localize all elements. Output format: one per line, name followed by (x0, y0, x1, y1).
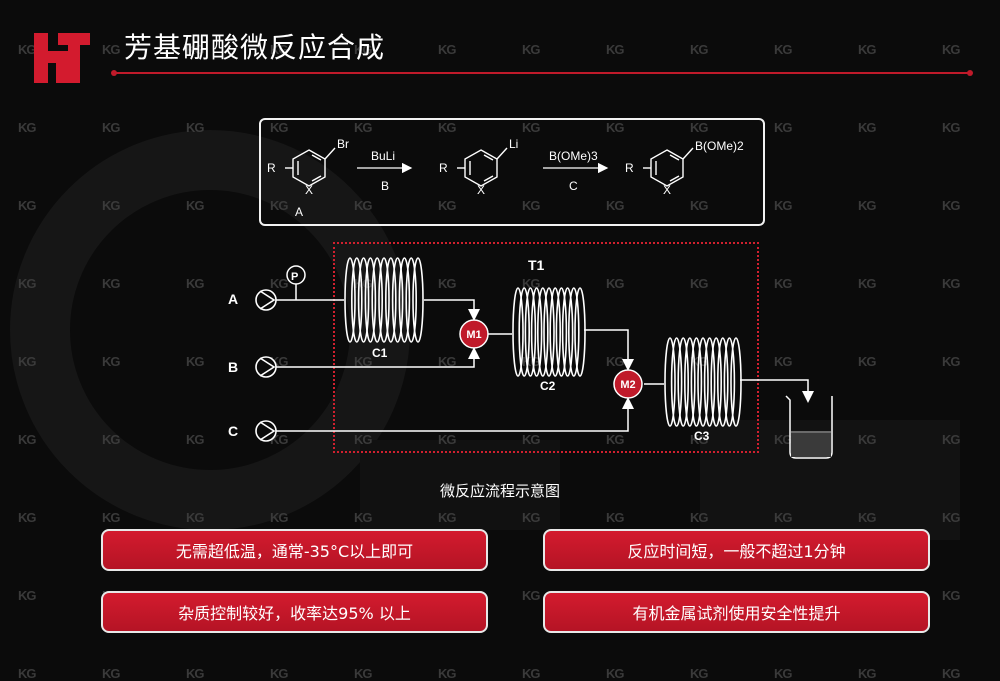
coil-c1-label: C1 (372, 346, 388, 360)
coil-c1-icon (344, 257, 424, 343)
diagram-caption: 微反应流程示意图 (439, 482, 560, 500)
x-atom-2: X (477, 183, 485, 197)
coil-loop (371, 257, 384, 343)
pump-c-icon (255, 420, 277, 442)
compound-label-a: A (295, 205, 303, 219)
inlet-b-label: B (228, 359, 238, 375)
company-logo (34, 33, 90, 83)
x-atom-1: X (305, 183, 313, 197)
coil-loop (405, 257, 418, 343)
coil-loop (555, 287, 568, 377)
coil-c2-icon (512, 287, 586, 377)
coil-c3-icon (664, 337, 742, 427)
pump-a-icon (255, 289, 277, 311)
beaker-icon (785, 395, 833, 459)
coil-loop (384, 257, 397, 343)
mixer-m1-label: M1 (466, 329, 481, 341)
coil-loop (378, 257, 390, 343)
mixer-m1-icon (459, 319, 489, 349)
coil-c3-label: C3 (694, 429, 710, 443)
coil-loop (518, 287, 531, 377)
r-group-2: R (439, 161, 448, 175)
step2-label: C (569, 179, 578, 193)
coil-loop (536, 287, 549, 377)
mixer-m2-icon (613, 369, 643, 399)
aryl-lithium-structure (457, 147, 508, 187)
mixer-m2-label: M2 (620, 379, 635, 391)
coil-loop (716, 337, 729, 427)
bromo-substituent: Br (337, 137, 349, 151)
coil-loop (574, 287, 586, 377)
coil-loop (543, 287, 555, 377)
coil-loop (703, 337, 716, 427)
coil-loop (730, 337, 742, 427)
reaction-scheme: Br R X A BuLi B Li R X B(OMe)3 C (267, 137, 744, 219)
pressure-gauge-icon (286, 265, 306, 300)
r-group-3: R (625, 161, 634, 175)
r-group-1: R (267, 161, 276, 175)
coil-loop (412, 257, 424, 343)
feature-card-safety: 有机金属试剂使用安全性提升 (543, 591, 930, 633)
coil-loop (512, 287, 524, 377)
flow-reactor-box (333, 242, 759, 453)
x-atom-3: X (663, 183, 671, 197)
boronate-substituent: B(OMe)2 (695, 139, 744, 153)
coil-loop (524, 287, 537, 377)
coil-loop (350, 257, 363, 343)
coil-c2-label: C2 (540, 379, 556, 393)
inlet-a-label: A (228, 291, 238, 307)
lithium-substituent: Li (509, 137, 518, 151)
coil-loop (364, 257, 377, 343)
temperature-label: T1 (528, 257, 545, 273)
inlet-c-label: C (228, 423, 238, 439)
coil-loop (690, 337, 703, 427)
coil-loop (344, 257, 356, 343)
coil-loop (549, 287, 562, 377)
aryl-boronate-structure (643, 147, 694, 187)
coil-loop (561, 287, 574, 377)
feature-card-short-time: 反应时间短，一般不超过1分钟 (543, 529, 930, 571)
step1-label: B (381, 179, 389, 193)
coil-loop (710, 337, 723, 427)
pump-b-icon (255, 356, 277, 378)
coil-loop (398, 257, 411, 343)
coil-loop (683, 337, 696, 427)
step2-reagent: B(OMe)3 (549, 149, 598, 163)
coil-loop (391, 257, 404, 343)
page-title: 芳基硼酸微反应合成 (124, 31, 386, 64)
reaction-scheme-box: Br R X A BuLi B Li R X B(OMe)3 C (259, 118, 765, 226)
coil-loop (530, 287, 543, 377)
coil-loop (677, 337, 690, 427)
feature-card-low-temperature: 无需超低温，通常-35°C以上即可 (101, 529, 488, 571)
coil-loop (567, 287, 580, 377)
feature-card-impurity-yield: 杂质控制较好，收率达95% 以上 (101, 591, 488, 633)
coil-loop (670, 337, 683, 427)
coil-loop (357, 257, 370, 343)
coil-loop (697, 337, 709, 427)
step1-reagent: BuLi (371, 149, 395, 163)
coil-loop (723, 337, 736, 427)
coil-loop (664, 337, 676, 427)
title-underline (111, 70, 973, 76)
pressure-label: P (291, 271, 298, 283)
aryl-bromide-structure (285, 147, 336, 187)
